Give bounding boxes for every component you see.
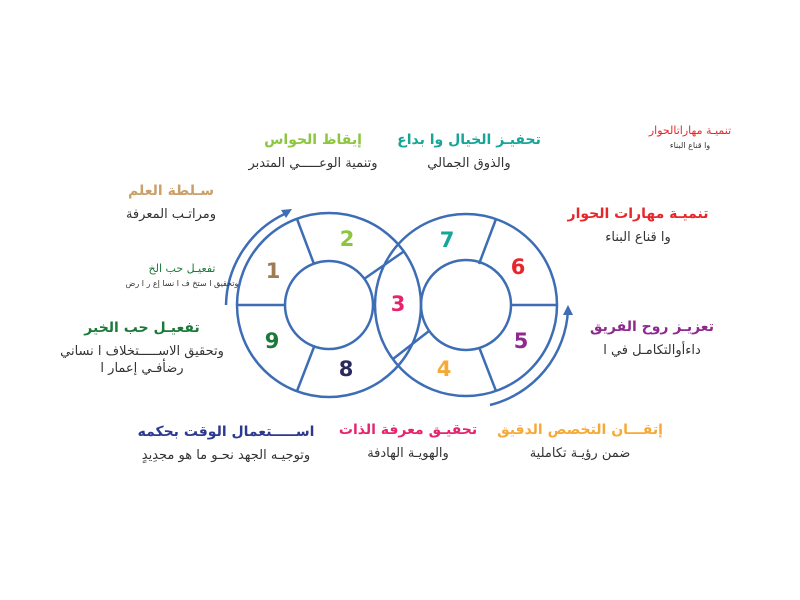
label-sub: وا قناع البناء	[605, 230, 671, 245]
segment-number-7: 7	[440, 228, 455, 252]
segment-number-8: 8	[339, 357, 354, 381]
arrow-arc-left	[224, 210, 290, 306]
label-knowledge: سـلطة العلم ومراتـب المعرفة	[126, 182, 216, 223]
label-title: تنميـة مهارات الحوار	[567, 206, 709, 222]
label-sub: وتحقيق الاســـــتخلاف ا نساني	[60, 344, 224, 359]
label-title: إيقاظ الحواس	[264, 132, 362, 148]
divider	[477, 218, 498, 265]
label-title: تحفيـز الخيال وا بداع	[397, 132, 541, 148]
label-title: إتقـــان التخصص الدقيق	[497, 422, 663, 438]
label-goodness: تفعيـل حب الخير وتحقيق الاســـــتخلاف ا …	[60, 319, 224, 377]
segment-number-5: 5	[514, 329, 529, 353]
divider	[477, 346, 498, 392]
label-sub: والهويـة الهادفة	[367, 446, 449, 461]
label-title: تعزيـز روح الفريق	[590, 319, 714, 335]
connector	[363, 250, 404, 281]
label-dialogue: تنميـة مهارات الحوار وا قناع البناء	[568, 205, 709, 246]
label-sub: وتنمية الوعـــــي المتدبر	[248, 156, 378, 171]
label-dialogue-small: تنميـة مهاراتالحوار وا قناع البناء	[649, 124, 731, 151]
label-title: تحقيـق معرفة الذات	[338, 422, 478, 438]
label-time: اســـــتعمال الوقت بحكمه وتوجيـه الجهد ن…	[138, 423, 315, 464]
label-title: تفعيـل حب الخ	[148, 262, 216, 275]
label-specialization: إتقـــان التخصص الدقيق ضمن رؤيـة تكاملية	[497, 421, 663, 462]
label-sub: رضأفـي إعمار ا	[100, 361, 184, 376]
label-imagination: تحفيـز الخيال وا بداع والذوق الجمالي	[397, 131, 541, 172]
label-sub: وا قناع البناء	[669, 141, 711, 150]
arrowhead-icon	[563, 305, 573, 315]
right-inner-circle	[419, 258, 513, 352]
label-sub: وتحقيق ا ستخ ف ا نسا إع ر ا رض	[125, 279, 239, 288]
label-sub: وتوجيـه الجهد نحـو ما هو مجدِيدٍ	[141, 448, 311, 463]
segment-number-6: 6	[511, 255, 526, 279]
arrowhead-icon	[281, 209, 292, 218]
segment-number-1: 1	[266, 259, 281, 283]
segment-number-2: 2	[340, 227, 355, 251]
left-inner-circle	[283, 259, 375, 351]
label-title: سـلطة العلم	[128, 183, 214, 199]
segment-number-9: 9	[265, 329, 280, 353]
arrow-arc-right	[489, 309, 570, 407]
label-title: تنميـة مهاراتالحوار	[648, 124, 732, 137]
segment-number-4: 4	[437, 357, 452, 381]
label-title: تفعيـل حب الخير	[84, 320, 200, 336]
label-self: تحقيـق معرفة الذات والهويـة الهادفة	[339, 421, 477, 462]
connector	[392, 330, 430, 360]
segment-number-3: 3	[391, 292, 406, 316]
label-title: اســـــتعمال الوقت بحكمه	[137, 424, 315, 440]
label-team: تعزيـز روح الفريق داءأوالتكامـل في ا	[590, 318, 714, 359]
label-sub: داءأوالتكامـل في ا	[603, 343, 701, 358]
label-goodness-small: تفعيـل حب الخ وتحقيق ا ستخ ف ا نسا إع ر …	[126, 262, 239, 289]
label-sub: ضمن رؤيـة تكاملية	[529, 446, 631, 461]
divider	[295, 218, 316, 265]
label-sub: والذوق الجمالي	[427, 156, 511, 171]
label-sub: ومراتـب المعرفة	[125, 207, 217, 222]
label-senses: إيقاظ الحواس وتنمية الوعـــــي المتدبر	[248, 131, 377, 172]
divider	[295, 346, 316, 392]
